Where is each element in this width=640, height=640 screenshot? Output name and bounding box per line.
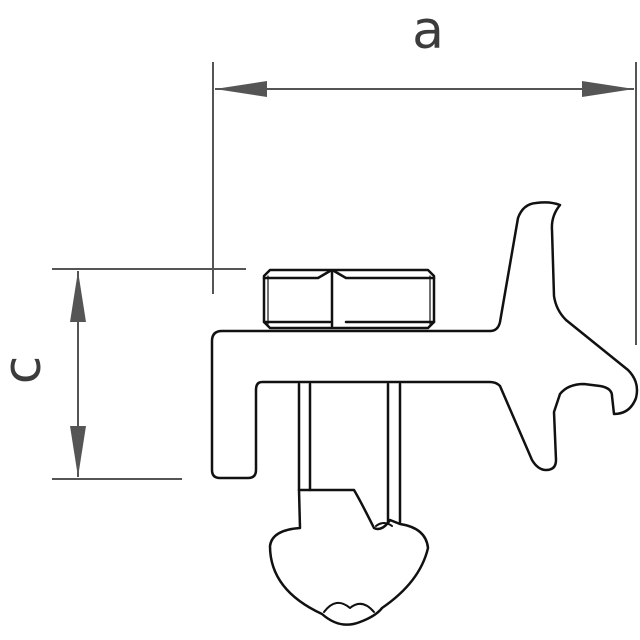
- knob-tip: [323, 601, 375, 613]
- dimension-c-arrow-top: [70, 271, 86, 322]
- knob-head: [268, 488, 430, 626]
- dimension-a-arrow-left: [215, 81, 267, 97]
- dimension-a: [212, 62, 637, 345]
- bolt-shank: [297, 382, 402, 524]
- dimension-a-arrow-right: [582, 81, 634, 97]
- dimension-c-label: c: [0, 356, 53, 385]
- clamp-part: [210, 201, 639, 626]
- dimension-a-label: a: [412, 1, 444, 61]
- dimension-c: [52, 268, 246, 480]
- hex-nut: [262, 268, 436, 330]
- dimension-c-arrow-bottom: [70, 426, 86, 477]
- clamp-body: [210, 201, 639, 480]
- knob-notch: [375, 522, 393, 527]
